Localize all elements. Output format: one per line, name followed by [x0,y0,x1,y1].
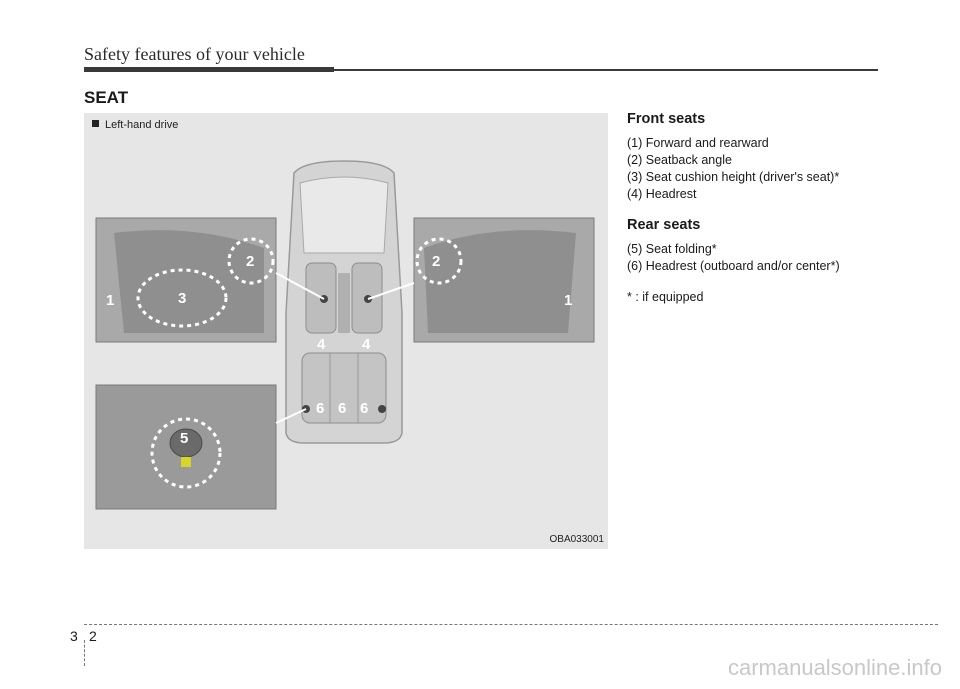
callout-6-center: 6 [338,400,346,417]
section-title: SEAT [84,88,129,107]
front-seats-title: Front seats [627,111,706,127]
callout-6-left: 6 [316,400,324,417]
front-seats-item: (3) Seat cushion height (driver's seat)* [627,170,840,184]
callout-1-right: 1 [564,292,572,309]
square-bullet-icon [92,120,99,127]
figure-code: OBA033001 [549,534,605,545]
figure-label: Left-hand drive [92,119,178,131]
callout-4-left: 4 [317,336,326,353]
seat-description: Front seats (1) Forward and rearward (2)… [627,111,927,306]
page-number: 2 [89,628,97,644]
rear-seats-title: Rear seats [627,217,701,233]
callout-2-right: 2 [432,253,440,270]
front-seats-item: (1) Forward and rearward [627,136,769,150]
callout-2-left: 2 [246,253,254,270]
footnote: * : if equipped [627,290,704,304]
front-seats-item: (2) Seatback angle [627,153,732,167]
header-rule-thin [334,69,878,71]
watermark-logo: carmanualsonline.info [727,655,942,680]
footer-dashed-divider [84,640,85,666]
callout-4-right: 4 [362,336,371,353]
seat-illustration: 1 2 3 2 1 4 4 5 6 6 6 [95,160,595,510]
figure-label-text: Left-hand drive [105,119,179,131]
inset-fold-knob [95,384,307,510]
car-top-view [285,160,403,444]
front-seats-item: (4) Headrest [627,187,697,201]
page-header-title: Safety features of your vehicle [84,44,305,64]
header-rule-thick [84,67,334,72]
inset-left-seat [95,217,325,343]
rear-seats-item: (6) Headrest (outboard and/or center*) [627,259,840,273]
callout-1-left: 1 [106,292,114,309]
seat-figure: 1 2 3 2 1 4 4 5 6 6 6 Left-hand drive OB… [84,113,608,549]
rear-seats-item: (5) Seat folding* [627,242,717,256]
callout-6-right: 6 [360,400,368,417]
callout-5: 5 [180,430,188,447]
callout-3: 3 [178,290,186,307]
footer-dashed-rule [84,624,938,625]
page-chapter-number: 3 [70,628,78,644]
inset-right-seat [367,217,595,343]
